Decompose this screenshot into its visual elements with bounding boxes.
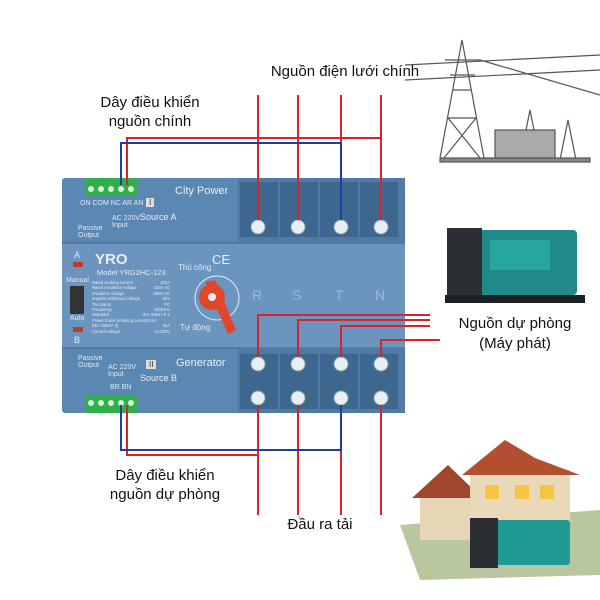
generator-image — [445, 228, 585, 303]
spec-row: Standard IEC 60947-6-1 — [92, 312, 170, 317]
manual-label: Manual — [66, 277, 89, 284]
source-b-number: II — [146, 360, 157, 369]
spec-key: (IEC 60947-3) — [92, 323, 119, 329]
spec-row: Insulation voltage 690V AC — [92, 291, 170, 296]
bottom-passive-output: Passive Output — [78, 355, 103, 369]
spec-key: Power frame breaking current(Icm) — [92, 317, 157, 323]
source-a-label: Source A — [140, 212, 177, 222]
indicator-a: A — [74, 250, 81, 260]
rotary-handle — [199, 280, 236, 334]
spec-key: Insulation voltage — [92, 290, 125, 296]
source-b-label: Source B — [140, 373, 178, 383]
spec-value: 6kV — [162, 296, 170, 302]
label-grid-power: Nguồn điện lưới chính — [270, 63, 420, 80]
bottom-terminal-labels: BR BN — [110, 384, 132, 391]
manual-auto-switch — [70, 286, 84, 314]
spec-row: Rated working current 100A — [92, 280, 170, 285]
auto-label: Auto — [70, 315, 85, 322]
phase-n: N — [375, 287, 386, 303]
spec-row: Tsu status PC — [92, 302, 170, 307]
tu-dong-label: Tự động — [180, 323, 211, 332]
spec-value: PC — [164, 301, 170, 307]
label-backup-1: Nguồn dự phòng — [458, 315, 572, 332]
label-backup-control-1: Dây điều khiển — [115, 467, 215, 484]
spec-row: Rated insulation voltage 420V AC — [92, 285, 170, 290]
phase-t: T — [335, 287, 344, 303]
spec-table: Rated working current 100A Rated insulati… — [92, 280, 170, 334]
label-load-output: Đầu ra tải — [287, 516, 353, 533]
label-main-control-2: nguồn chính — [108, 113, 192, 130]
top-terminal-labels: ON COM NC AR AN — [80, 200, 144, 207]
phase-s: S — [292, 287, 302, 303]
spec-value: 690V AC — [153, 290, 170, 296]
label-backup-2: (Máy phát) — [479, 335, 551, 352]
spec-value: AC220V — [154, 328, 170, 334]
spec-key: Rated insulation voltage — [92, 285, 137, 291]
spec-key: Impulse withstand voltage — [92, 296, 141, 302]
spec-value: 5kA — [162, 323, 170, 329]
generator-label: Generator — [176, 357, 226, 369]
wires — [120, 95, 440, 515]
spec-key: Control voltage — [92, 328, 121, 334]
top-input-label: AC 220V Input — [112, 215, 141, 229]
spec-key: Frequency — [92, 307, 112, 313]
spec-value: IEC 60947-6-1 — [142, 312, 170, 318]
spec-key: Rated working current — [92, 280, 133, 285]
spec-value: 50/60Hz — [154, 307, 170, 313]
spec-row: (IEC 60947-3) 5kA — [92, 323, 170, 328]
spec-value: 100A — [160, 280, 170, 285]
city-power-label: City Power — [175, 185, 229, 197]
houses-image — [400, 440, 600, 580]
ats-device — [62, 178, 405, 413]
bottom-input-label: AC 220V Input — [108, 364, 137, 378]
top-passive-output: Passive Output — [78, 225, 103, 239]
model-label: Model YRG2HC-123 — [97, 268, 166, 277]
spec-row: Frequency 50/60Hz — [92, 307, 170, 312]
spec-row: Impulse withstand voltage 6kV — [92, 296, 170, 301]
ce-mark: CE — [212, 252, 231, 267]
spec-row: Control voltage AC220V — [92, 329, 170, 334]
spec-key: Standard — [92, 312, 109, 318]
source-a-number: I — [146, 198, 155, 207]
label-main-control-1: Dây điều khiển — [100, 94, 200, 111]
phase-r: R — [252, 287, 263, 303]
power-tower-image — [404, 39, 600, 163]
spec-key: Tsu status — [92, 301, 111, 307]
label-backup-control-2: nguồn dự phòng — [109, 486, 221, 503]
spec-row: Power frame breaking current(Icm) — [92, 318, 170, 323]
thu-cong-label: Thủ công — [178, 263, 212, 272]
spec-value: 420V AC — [153, 285, 170, 291]
brand-logo: YRO — [95, 251, 128, 268]
indicator-b: B — [74, 335, 81, 345]
